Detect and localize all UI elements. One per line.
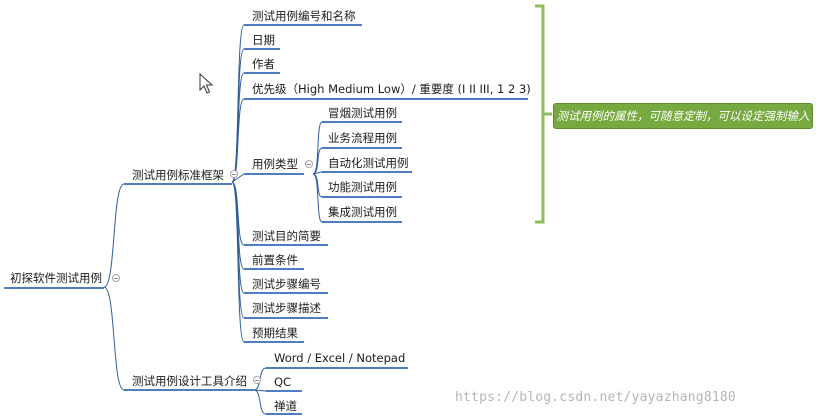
subchild-underline	[322, 171, 412, 173]
branch-node[interactable]: 测试用例设计工具介绍	[132, 374, 247, 388]
child-node[interactable]: 禅道	[274, 399, 297, 413]
child-underline	[244, 341, 304, 343]
child-node[interactable]: QC	[274, 375, 292, 389]
child-node[interactable]: 日期	[252, 33, 275, 47]
watermark-text: https://blog.csdn.net/yayazhang8180	[455, 390, 736, 405]
child-underline	[244, 268, 304, 270]
branch-node[interactable]: 测试用例标准框架	[132, 168, 224, 182]
child-underline	[244, 24, 362, 26]
child-node[interactable]: 作者	[252, 57, 275, 71]
subchild-underline	[322, 221, 402, 223]
connector-root-branch1	[103, 183, 125, 288]
child-node[interactable]: 前置条件	[252, 253, 298, 267]
connector-b1-c4	[231, 98, 245, 183]
subchild-node[interactable]: 功能测试用例	[328, 180, 397, 194]
child-underline	[266, 390, 302, 392]
child-underline	[244, 72, 280, 74]
child-underline	[244, 173, 304, 175]
child-underline	[244, 244, 328, 246]
child-node[interactable]: Word / Excel / Notepad	[274, 351, 406, 365]
subchild-node[interactable]: 集成测试用例	[328, 205, 397, 219]
subchild-node[interactable]: 自动化测试用例	[328, 156, 409, 170]
child-node[interactable]: 用例类型	[252, 157, 298, 171]
root-node[interactable]: 初探软件测试用例	[10, 271, 102, 285]
child-node[interactable]: 预期结果	[252, 326, 298, 340]
child-underline	[244, 317, 328, 319]
root-underline	[4, 287, 104, 289]
type-collapse-toggle[interactable]	[305, 160, 313, 168]
child-underline	[266, 413, 302, 415]
connector-b1-c10	[231, 181, 245, 343]
connector-root-branch2	[103, 286, 125, 391]
grouping-bracket	[535, 4, 552, 224]
branch-collapse-toggle[interactable]	[253, 376, 261, 384]
child-underline	[266, 367, 408, 369]
connector-b1-c5	[231, 173, 245, 183]
attribute-callout[interactable]: 测试用例的属性，可随意定制，可以设定强制输入	[553, 103, 813, 129]
child-node[interactable]: 测试步骤描述	[252, 301, 321, 315]
connector-type-s3	[312, 171, 323, 175]
subchild-underline	[322, 147, 402, 149]
subchild-node[interactable]: 业务流程用例	[328, 131, 397, 145]
child-node[interactable]: 测试用例编号和名称	[252, 9, 356, 23]
subchild-node[interactable]: 冒烟测试用例	[328, 106, 397, 120]
branch-collapse-toggle[interactable]	[230, 170, 238, 178]
branch-underline	[124, 389, 254, 391]
child-node[interactable]: 测试步骤编号	[252, 277, 321, 291]
connector-type-s5	[312, 173, 323, 223]
child-node[interactable]: 测试目的简要	[252, 229, 321, 243]
child-underline	[244, 98, 528, 100]
child-underline	[244, 292, 328, 294]
child-node[interactable]: 优先级（High Medium Low）/ 重要度 (I II III, 1 2…	[252, 82, 531, 96]
branch-underline	[124, 183, 232, 185]
mouse-pointer-icon	[199, 73, 214, 94]
connector-b2-c3	[253, 389, 267, 415]
subchild-underline	[322, 196, 402, 198]
root-collapse-toggle[interactable]	[112, 274, 120, 282]
child-underline	[244, 48, 280, 50]
subchild-underline	[322, 121, 402, 123]
